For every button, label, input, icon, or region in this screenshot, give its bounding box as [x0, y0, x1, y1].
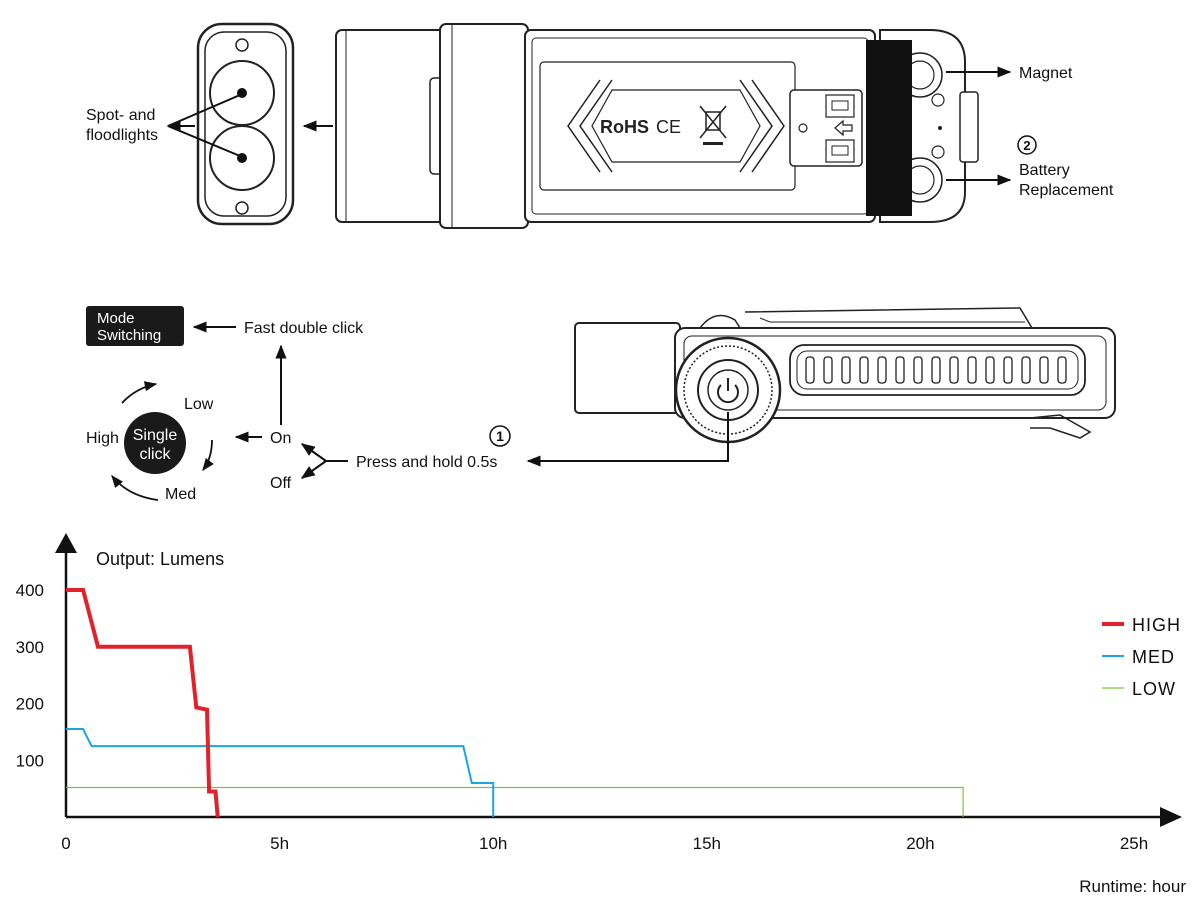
grip-slots [805, 356, 1067, 384]
ce-mark: CE [656, 117, 681, 137]
press-step-number: 1 [496, 428, 504, 444]
grip-slot [805, 356, 815, 384]
magnet-label: Magnet [1019, 65, 1073, 82]
mode-low-label: Low [184, 396, 214, 413]
y-tick-label: 300 [16, 638, 44, 657]
legend-label-high: HIGH [1132, 615, 1181, 635]
mode-label-2: Switching [97, 327, 161, 344]
grip-slot [895, 356, 905, 384]
switch-callout-arrow [526, 412, 729, 467]
grip-slot [985, 356, 995, 384]
off-label: Off [270, 475, 292, 492]
runtime-chart: Output: Lumens Runtime: hour 0 5h 10h 15h 20… [16, 533, 1186, 896]
spot-flood-label-2: floodlights [86, 127, 158, 144]
on-label: On [270, 430, 291, 447]
x-tick-label: 5h [270, 834, 289, 853]
grip-slot [967, 356, 977, 384]
y-axis-arrowhead [55, 533, 77, 553]
grip-slot [1057, 356, 1067, 384]
single-click-cycle: Single click Low High Med [86, 381, 214, 503]
grip-slot [1021, 356, 1031, 384]
mode-med-label: Med [165, 486, 196, 503]
grip-slot [1039, 356, 1049, 384]
grip-slot [823, 356, 833, 384]
battery-label-1: Battery [1019, 162, 1070, 179]
spot-flood-callout: Spot- and floodlights [86, 94, 241, 157]
legend-label-low: LOW [1132, 679, 1176, 699]
single-click-label-2: click [139, 446, 171, 463]
single-click-label-1: Single [133, 427, 178, 444]
x-axis-title: Runtime: hour [1079, 877, 1186, 896]
press-fork [300, 443, 348, 479]
power-icon [717, 378, 739, 404]
battery-step-number: 2 [1023, 138, 1030, 153]
chart-legend: HIGH MED LOW [1102, 615, 1181, 699]
grip-slot [931, 356, 941, 384]
x-tick-label: 0 [61, 834, 70, 853]
flashlight-top-view: RoHS CE [335, 23, 979, 229]
rubber-band [866, 40, 912, 216]
y-tick-label: 200 [16, 695, 44, 714]
battery-step-badge [1017, 135, 1037, 155]
mode-high-label: High [86, 430, 119, 447]
weee-bin-icon [699, 105, 727, 145]
grip-slot [949, 356, 959, 384]
x-tick-label: 25h [1120, 834, 1148, 853]
x-tick-label: 15h [693, 834, 721, 853]
series-line-low [66, 786, 964, 817]
x-tick-label: 10h [479, 834, 507, 853]
mode-label-1: Mode [97, 310, 135, 327]
battery-latch [789, 89, 863, 167]
grip-slot [859, 356, 869, 384]
front-lens-view [196, 22, 295, 226]
press-step-badge [489, 425, 511, 447]
grip-slot [841, 356, 851, 384]
y-tick-label: 100 [16, 751, 44, 770]
rohs-mark: RoHS [600, 117, 649, 137]
fast-double-click-label: Fast double click [244, 320, 364, 337]
press-hold-label: Press and hold 0.5s [356, 454, 497, 471]
x-axis-arrowhead [1160, 807, 1182, 827]
mode-switching-box: Mode Switching [86, 306, 184, 346]
series-line-high [66, 588, 220, 818]
grip-slot [1003, 356, 1013, 384]
y-tick-label: 400 [16, 581, 44, 600]
spot-flood-label-1: Spot- and [86, 107, 155, 124]
battery-label-2: Replacement [1019, 182, 1114, 199]
y-axis-title: Output: Lumens [96, 549, 224, 569]
series-line-med [66, 728, 495, 817]
x-tick-label: 20h [906, 834, 934, 853]
legend-label-med: MED [1132, 647, 1175, 667]
flashlight-side-view [574, 307, 1116, 444]
grip-slot [877, 356, 887, 384]
grip-slot [913, 356, 923, 384]
